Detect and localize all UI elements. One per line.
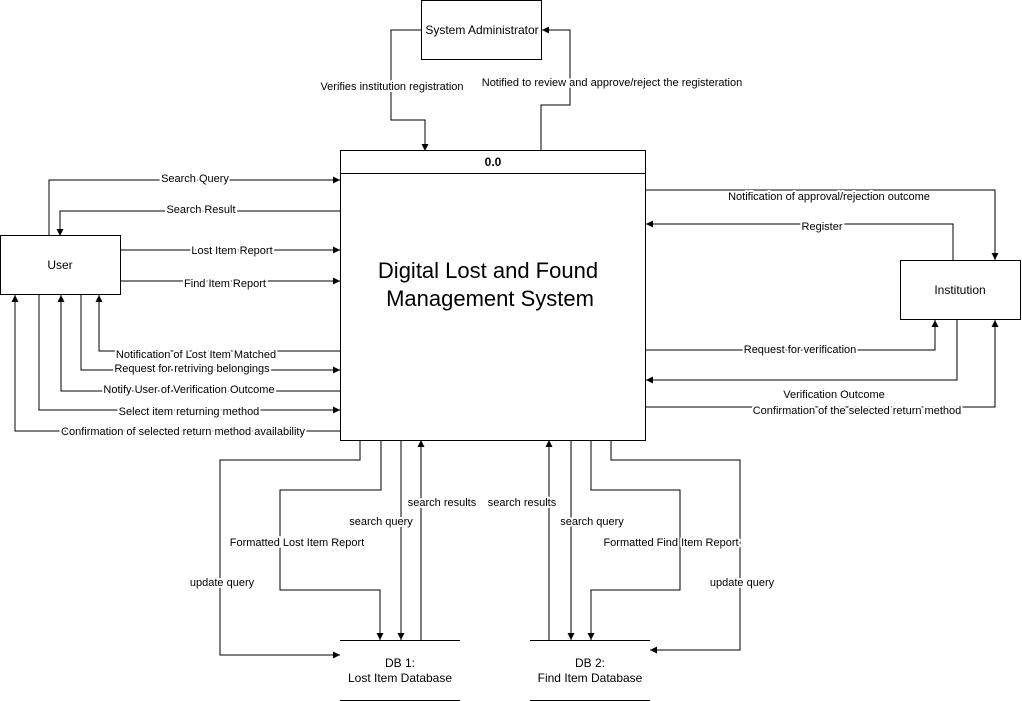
process-title-line2: Management System [386, 286, 594, 311]
flow-request-verification [646, 320, 939, 351]
label-confirm-return-availability: Confirmation of selected return method a… [61, 426, 305, 438]
flow-request-retrieving [80, 295, 340, 374]
flow-verifies-registration [390, 29, 429, 151]
label-notif-approval-outcome: Notification of approval/rejection outco… [728, 191, 930, 203]
label-search-results-db2: search results [488, 497, 557, 509]
flow-formatted-find-report [587, 440, 681, 640]
process-0-0[interactable]: 0.0 Digital Lost and Found Management Sy… [340, 150, 646, 441]
label-notif-lost-matched: Notification of Lost Item Matched [116, 349, 276, 361]
label-notified-review: Notified to review and approve/reject th… [482, 77, 742, 89]
flow-confirm-selected-return [646, 320, 999, 408]
flow-formatted-lost-report [279, 440, 384, 640]
process-title-line1: Digital Lost and Found [378, 258, 598, 283]
label-request-verification: Request for verification [744, 344, 857, 356]
label-notify-verification: Notify User of Verification Outcome [103, 384, 274, 396]
flow-notif-lost-matched [95, 295, 340, 352]
db2-label-line2: Find Item Database [538, 671, 643, 685]
institution-box [900, 260, 1021, 320]
admin-box [421, 0, 542, 60]
datastore-db2[interactable]: DB 2: Find Item Database [530, 640, 650, 701]
flow-update-query-db1 [219, 440, 361, 659]
user-box [0, 235, 121, 295]
flow-register [646, 220, 954, 260]
flow-lines [11, 26, 999, 659]
flow-notify-verification [57, 295, 340, 392]
admin-label: System Administrator [425, 23, 538, 37]
user-label: User [47, 258, 72, 272]
flow-labels: Search Query Search Result Lost Item Rep… [59, 75, 963, 591]
institution-label: Institution [934, 283, 985, 297]
label-search-query-db1: search query [349, 516, 413, 528]
label-update-query-db2: update query [710, 577, 775, 589]
flow-verification-outcome [646, 320, 958, 384]
flow-update-query-db2 [610, 440, 741, 654]
entity-institution[interactable]: Institution [900, 260, 1021, 320]
label-register: Register [802, 221, 843, 233]
label-formatted-find-report: Formatted Find Item Report [603, 537, 738, 549]
label-verification-outcome: Verification Outcome [783, 389, 885, 401]
flow-select-return-method [38, 295, 340, 414]
process-box [340, 150, 646, 441]
db1-label-line1: DB 1: [385, 656, 415, 670]
label-find-item-report: Find Item Report [184, 278, 266, 290]
flow-notified-review [540, 26, 571, 151]
label-confirm-selected-return: Confirmation of the selected return meth… [753, 405, 962, 417]
label-search-results-db1: search results [408, 497, 477, 509]
db1-label-line2: Lost Item Database [348, 671, 452, 685]
label-lost-item-report: Lost Item Report [191, 245, 272, 257]
label-request-retrieving: Request for retriving belongings [114, 363, 270, 375]
flow-search-query [48, 176, 340, 236]
entity-system-administrator[interactable]: System Administrator [421, 0, 542, 60]
entity-user[interactable]: User [0, 235, 121, 295]
label-verifies-registration: Verifies institution registration [320, 81, 463, 93]
label-formatted-lost-report: Formatted Lost Item Report [230, 537, 365, 549]
process-id: 0.0 [485, 155, 502, 169]
label-update-query-db1: update query [190, 577, 255, 589]
flow-confirm-return-availability [11, 295, 340, 432]
label-search-query-db2: search query [560, 516, 624, 528]
label-select-return-method: Select item returning method [119, 406, 260, 418]
flow-notif-approval-outcome [646, 189, 999, 260]
db2-label-line1: DB 2: [575, 656, 605, 670]
label-search-query: Search Query [161, 173, 229, 185]
datastore-db1[interactable]: DB 1: Lost Item Database [340, 640, 460, 701]
label-search-result: Search Result [166, 204, 235, 216]
flow-search-result [56, 210, 340, 236]
